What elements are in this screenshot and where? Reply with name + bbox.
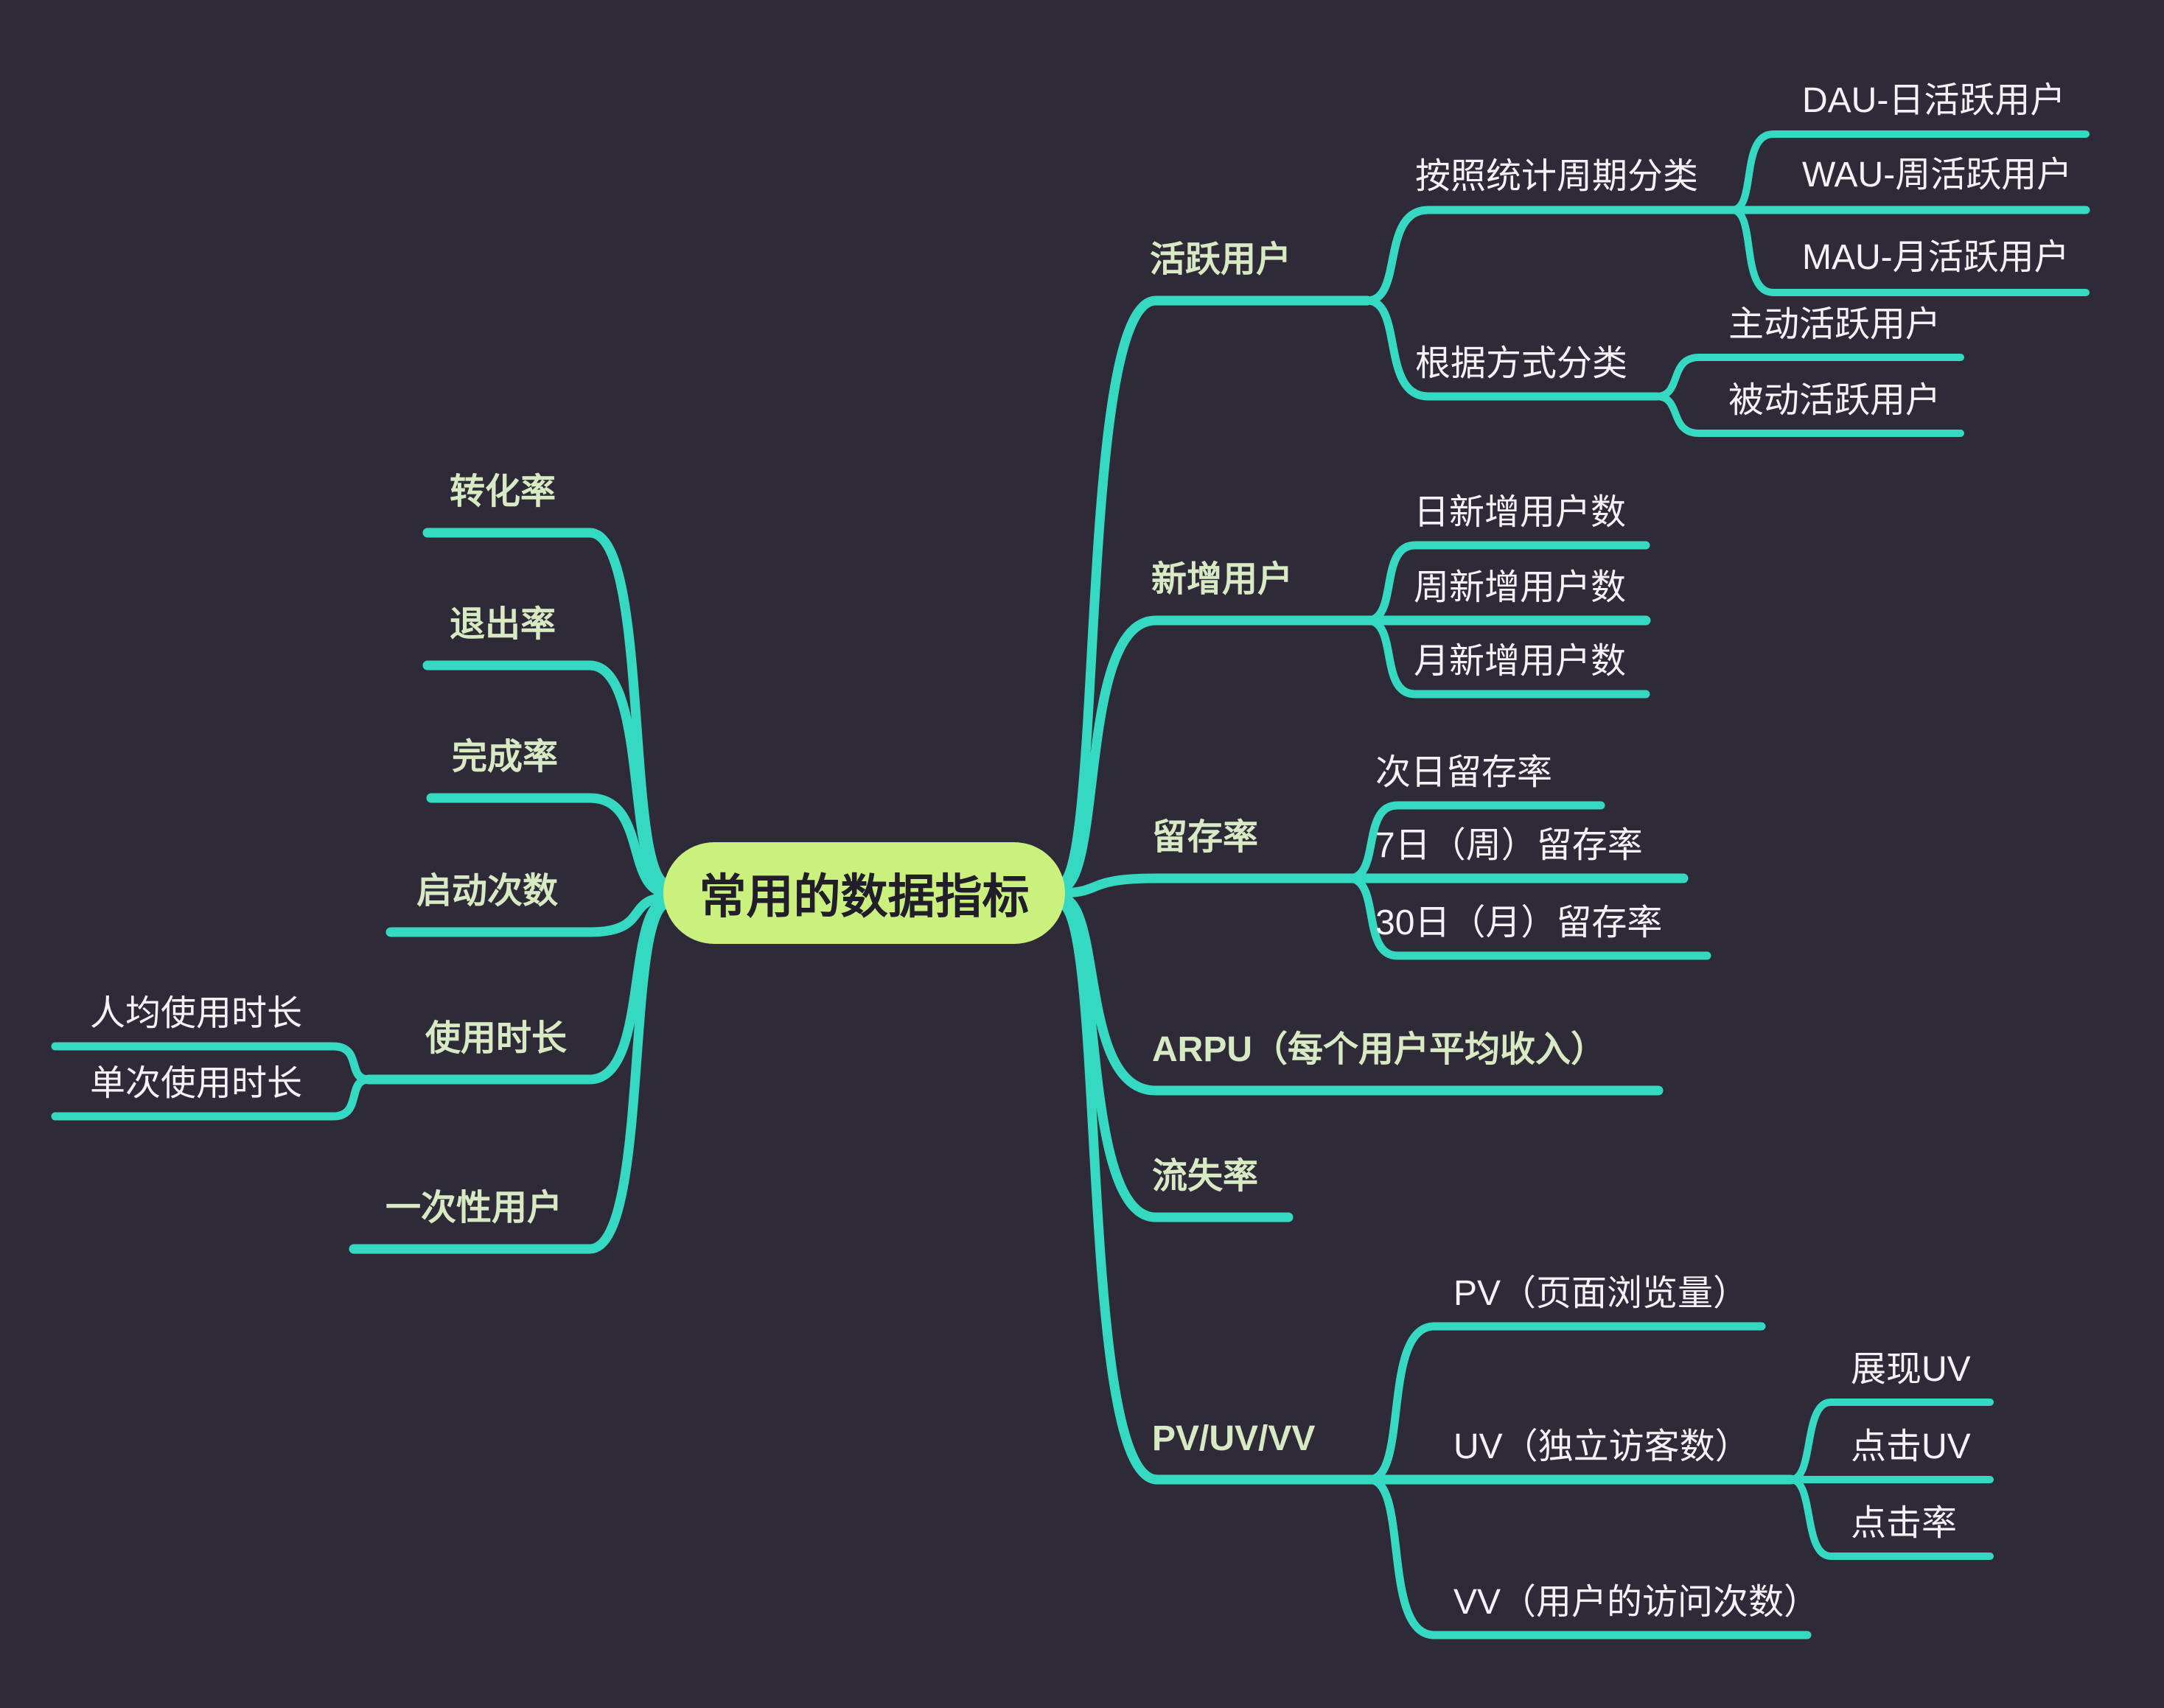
edge-new-users (1055, 615, 1651, 894)
node-dau[interactable]: DAU-日活跃用户 (1802, 81, 2066, 120)
node-daily-new-users[interactable]: 日新增用户数 (1414, 493, 1627, 532)
node-arpu[interactable]: ARPU（每个用户平均收入） (1152, 1030, 1607, 1069)
edge-one-time-users (349, 898, 674, 1254)
node-by-statistic-period[interactable]: 按照统计周期分类 (1415, 157, 1699, 196)
node-passive-active-users[interactable]: 被动活跃用户 (1728, 381, 1941, 420)
edge-30day-retention (1344, 874, 1711, 960)
edge-dau (1728, 130, 2090, 214)
edge-pv-uv-vv (1055, 898, 1796, 1485)
node-active-users[interactable]: 活跃用户 (1150, 240, 1292, 279)
edge-pv (1365, 1322, 1766, 1484)
node-single-usage-duration[interactable]: 单次使用时长 (90, 1064, 303, 1103)
node-new-users[interactable]: 新增用户 (1151, 560, 1294, 599)
node-vv[interactable]: VV（用户的访问次数） (1453, 1583, 1820, 1622)
edge-completion-rate (426, 793, 674, 898)
node-weekly-new-users[interactable]: 周新增用户数 (1414, 568, 1627, 607)
node-conversion-rate[interactable]: 转化率 (450, 472, 556, 511)
edge-monthly-new-users (1363, 616, 1650, 699)
node-usage-duration[interactable]: 使用时长 (425, 1019, 568, 1058)
node-30day-retention[interactable]: 30日（月）留存率 (1375, 903, 1663, 942)
edge-retention-rate (1055, 873, 1689, 898)
central-topic-label: 常用的数据指标 (699, 870, 1030, 923)
node-completion-rate[interactable]: 完成率 (452, 738, 559, 777)
node-by-method[interactable]: 根据方式分类 (1415, 344, 1628, 383)
node-7day-retention[interactable]: 7日（周）留存率 (1375, 826, 1643, 865)
node-pv[interactable]: PV（页面浏览量） (1453, 1274, 1749, 1313)
edge-active-users (1055, 295, 1372, 889)
node-monthly-new-users[interactable]: 月新增用户数 (1414, 642, 1627, 681)
edge-by-method (1363, 296, 1661, 401)
node-launch-count[interactable]: 启动次数 (416, 872, 559, 911)
edge-mau (1728, 206, 2090, 296)
node-churn-rate[interactable]: 流失率 (1152, 1157, 1259, 1196)
central-topic-node[interactable]: 常用的数据指标 (663, 842, 1065, 944)
edge-next-day-retention (1344, 801, 1605, 883)
edge-by-statistic-period (1363, 206, 2090, 305)
node-active-active-users[interactable]: 主动活跃用户 (1728, 305, 1941, 344)
node-uv[interactable]: UV（独立访客数） (1453, 1427, 1751, 1466)
node-mau[interactable]: MAU-月活跃用户 (1802, 238, 2070, 277)
node-per-capita-usage-duration[interactable]: 人均使用时长 (90, 994, 303, 1033)
edge-click-rate (1787, 1476, 1994, 1560)
edge-passive-active-users (1653, 393, 1964, 437)
node-exit-rate[interactable]: 退出率 (450, 605, 556, 644)
node-pv-uv-vv[interactable]: PV/UV/VV (1152, 1419, 1316, 1458)
node-wau[interactable]: WAU-周活跃用户 (1802, 155, 2073, 195)
edge-display-uv (1787, 1399, 1994, 1483)
edge-daily-new-users (1363, 541, 1650, 625)
node-display-uv[interactable]: 展现UV (1851, 1350, 1971, 1389)
edge-launch-count (385, 892, 674, 937)
edge-exit-rate (422, 660, 674, 894)
node-one-time-users[interactable]: 一次性用户 (385, 1189, 563, 1228)
node-click-uv[interactable]: 点击UV (1851, 1427, 1971, 1466)
node-retention-rate[interactable]: 留存率 (1152, 818, 1259, 857)
node-click-rate[interactable]: 点击率 (1851, 1504, 1958, 1543)
node-next-day-retention[interactable]: 次日留存率 (1375, 753, 1553, 792)
edge-vv (1365, 1475, 1812, 1639)
edge-single-usage (51, 1075, 373, 1121)
